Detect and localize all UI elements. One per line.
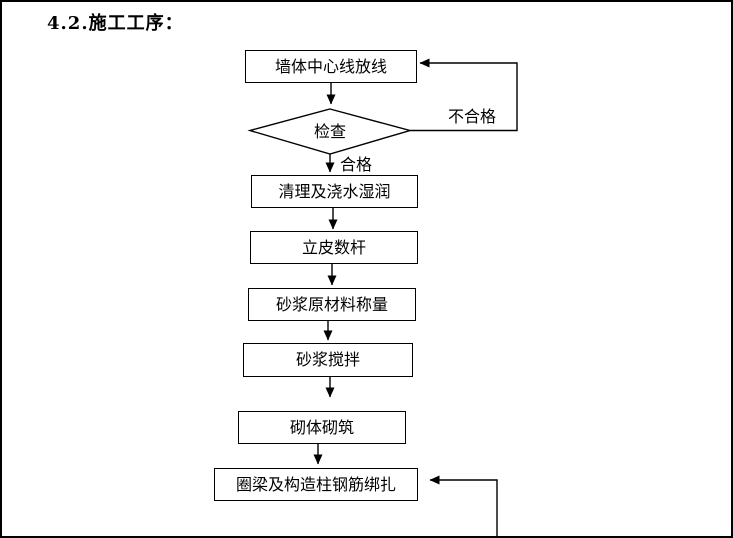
connector-fail-loop [410,58,518,132]
flow-step-erect-story-pole: 立皮数杆 [250,231,418,264]
section-heading: 4.2.施工工序： [47,13,184,34]
flow-step-masonry-laying: 砌体砌筑 [238,411,406,444]
connector-rebar-return-line [429,475,498,538]
flow-step-mortar-material-weighing: 砂浆原材料称量 [248,288,416,321]
flow-step-wall-centerline-layout: 墙体中心线放线 [245,50,417,83]
flow-step-inspection-check: 检查 [313,121,346,141]
flow-step-clean-and-water-wetting: 清理及浇水湿润 [251,175,418,208]
branch-label-fail: 不合格 [448,107,497,127]
branch-label-pass: 合格 [340,155,373,175]
flow-step-ring-beam-column-rebar: 圈梁及构造柱钢筋绑扎 [214,468,418,501]
flow-step-mortar-mixing: 砂浆搅拌 [243,343,413,377]
